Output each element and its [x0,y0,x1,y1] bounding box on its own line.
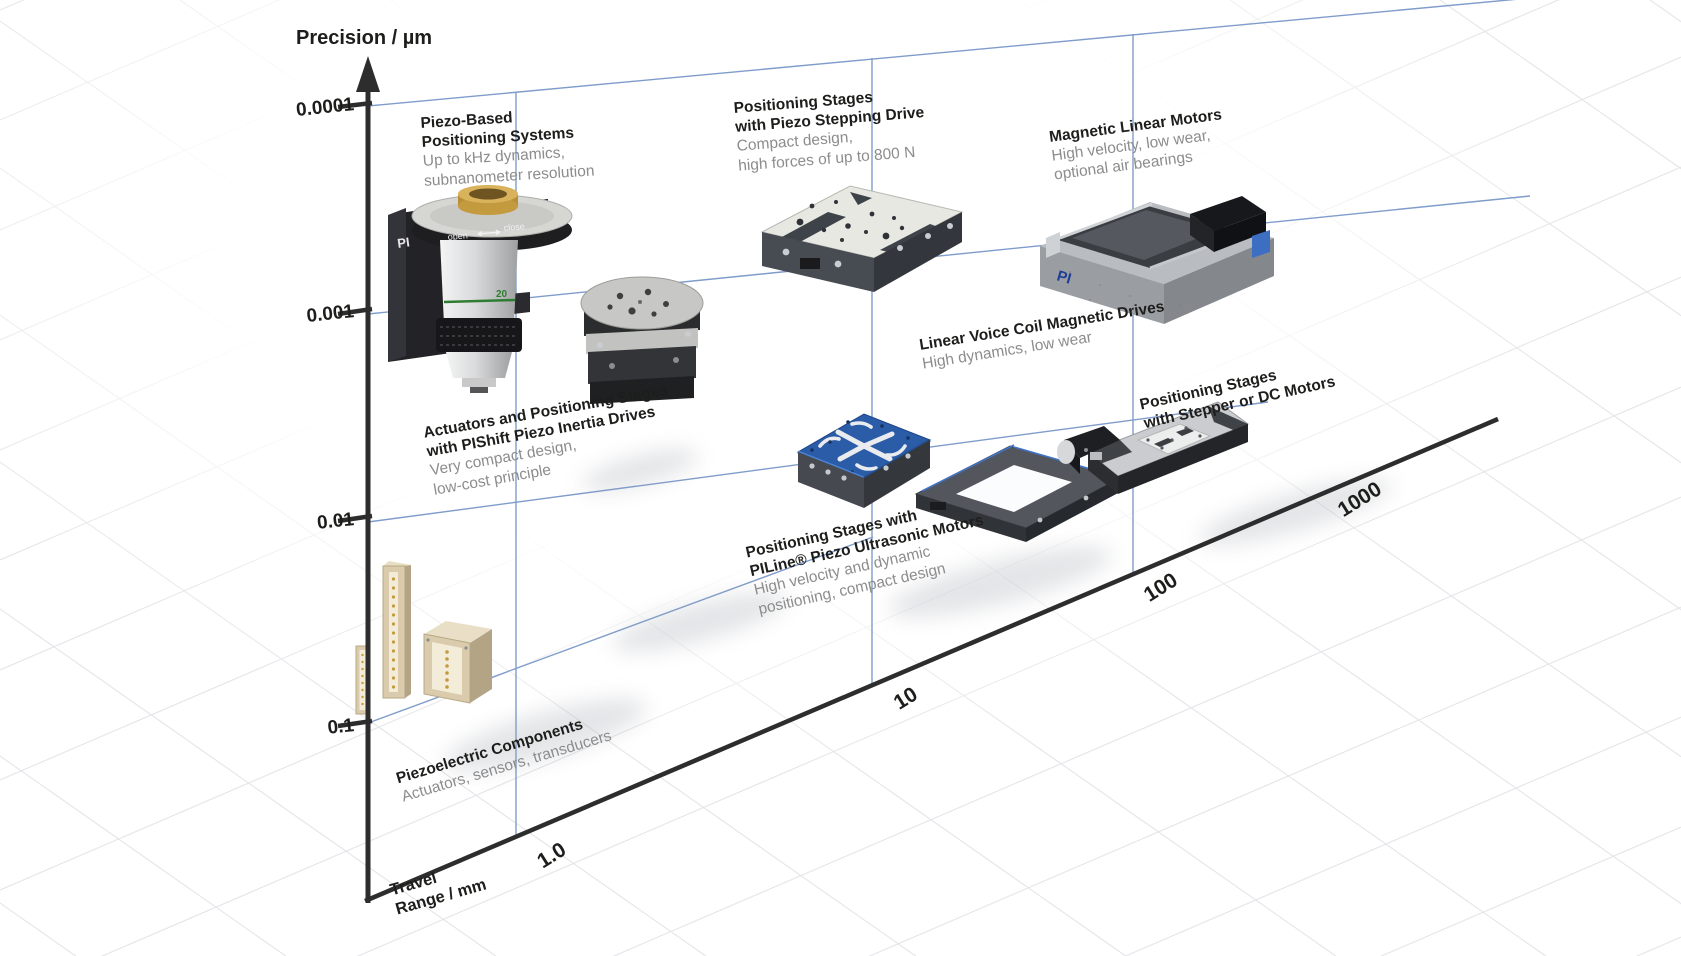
axes [337,56,1499,904]
x-axis-line [364,416,1499,904]
svg-text:20: 20 [496,289,508,300]
svg-text:PI: PI [1055,268,1073,288]
svg-text:close: close [503,221,525,233]
svg-text:PI: PI [396,234,410,251]
piezo-components-image [355,561,492,715]
stepping-stage-image [760,185,964,292]
voice-coil-stage-image [796,413,932,508]
piezo-objective-image: PI open close 20 [388,185,573,393]
floor-shadows [443,448,1392,772]
label-piezo-stepping: Positioning Stages with Piezo Stepping D… [733,84,928,176]
magnetic-linear-motor-image: PI [1040,196,1274,324]
stepper-stage-image [1057,401,1250,494]
y-axis-arrowhead [356,56,380,92]
label-piezo-based: Piezo-Based Positioning Systems Up to kH… [420,104,595,191]
y-axis-title: Precision / µm [296,27,433,49]
stack-stage-image [580,276,704,404]
svg-text:open: open [447,230,468,242]
